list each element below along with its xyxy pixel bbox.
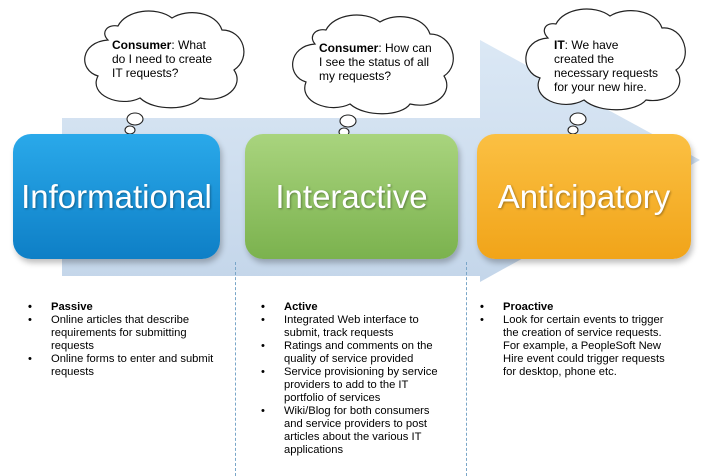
list-item-text: Online forms to enter and submit request… [51, 353, 214, 378]
bullet-list: • Integrated Web interface to submit, tra… [261, 314, 446, 457]
column-active: • Active • Integrated Web interface to su… [261, 301, 446, 457]
list-item-text: Wiki/Blog for both consumers and service… [284, 405, 430, 456]
column-heading: • Active [261, 301, 446, 314]
bubble-2-speaker: Consumer [319, 41, 379, 55]
bubble-text-1: Consumer: What do I need to create IT re… [112, 38, 222, 80]
column-passive: • Passive • Online articles that describe… [28, 301, 228, 379]
sub-bullet: • [261, 340, 265, 352]
stage-anticipatory: Anticipatory [477, 134, 691, 259]
sub-bullet: • [480, 314, 484, 326]
bullet-list: • Look for certain events to trigger the … [480, 314, 670, 379]
list-item: • Ratings and comments on the quality of … [261, 340, 446, 366]
bubble-3-speaker: IT [554, 38, 565, 52]
list-item: • Integrated Web interface to submit, tra… [261, 314, 446, 340]
bullet: • [28, 301, 32, 313]
sub-bullet: • [261, 366, 265, 378]
heading-text: Passive [51, 301, 93, 313]
column-heading: • Passive [28, 301, 228, 314]
stage-anticipatory-label: Anticipatory [497, 177, 671, 215]
list-item-text: Service provisioning by service provider… [284, 366, 438, 404]
column-proactive: • Proactive • Look for certain events to … [480, 301, 670, 379]
thought-bubble-3 [525, 8, 686, 135]
column-divider-1 [235, 262, 236, 476]
thought-bubble-1 [84, 10, 245, 135]
bubble-1-speaker: Consumer [112, 38, 172, 52]
bubble-2-text: : How can I see the status of all my req… [319, 41, 432, 83]
stage-informational-label: Informational [21, 177, 212, 215]
bubble-text-3: IT: We have created the necessary reques… [554, 38, 659, 94]
list-item: • Online forms to enter and submit reques… [28, 353, 228, 379]
sub-bullet: • [261, 314, 265, 326]
bubble-text-2: Consumer: How can I see the status of al… [319, 41, 434, 83]
bubble-1-text: : What do I need to create IT requests? [112, 38, 213, 80]
sub-bullet: • [261, 405, 265, 417]
column-heading: • Proactive [480, 301, 670, 314]
list-item: • Wiki/Blog for both consumers and servic… [261, 405, 446, 457]
bullet-list: • Online articles that describe requireme… [28, 314, 228, 379]
list-item-text: Look for certain events to trigger the c… [503, 314, 665, 378]
stage-interactive: Interactive [245, 134, 458, 259]
list-item-text: Online articles that describe requiremen… [51, 314, 190, 352]
sub-bullet: • [28, 353, 32, 365]
heading-text: Active [284, 301, 318, 313]
list-item: • Service provisioning by service provide… [261, 366, 446, 405]
column-divider-2 [466, 262, 467, 476]
bullet: • [261, 301, 265, 313]
bubble-3-text: : We have created the necessary requests… [554, 38, 659, 94]
bullet: • [480, 301, 484, 313]
sub-bullet: • [28, 314, 32, 326]
heading-text: Proactive [503, 301, 554, 313]
stage-informational: Informational [13, 134, 220, 259]
list-item: • Look for certain events to trigger the … [480, 314, 670, 379]
list-item-text: Integrated Web interface to submit, trac… [284, 314, 419, 339]
list-item-text: Ratings and comments on the quality of s… [284, 340, 433, 365]
list-item: • Online articles that describe requireme… [28, 314, 228, 353]
stage-interactive-label: Interactive [275, 177, 428, 215]
thought-bubble-2 [292, 14, 454, 137]
